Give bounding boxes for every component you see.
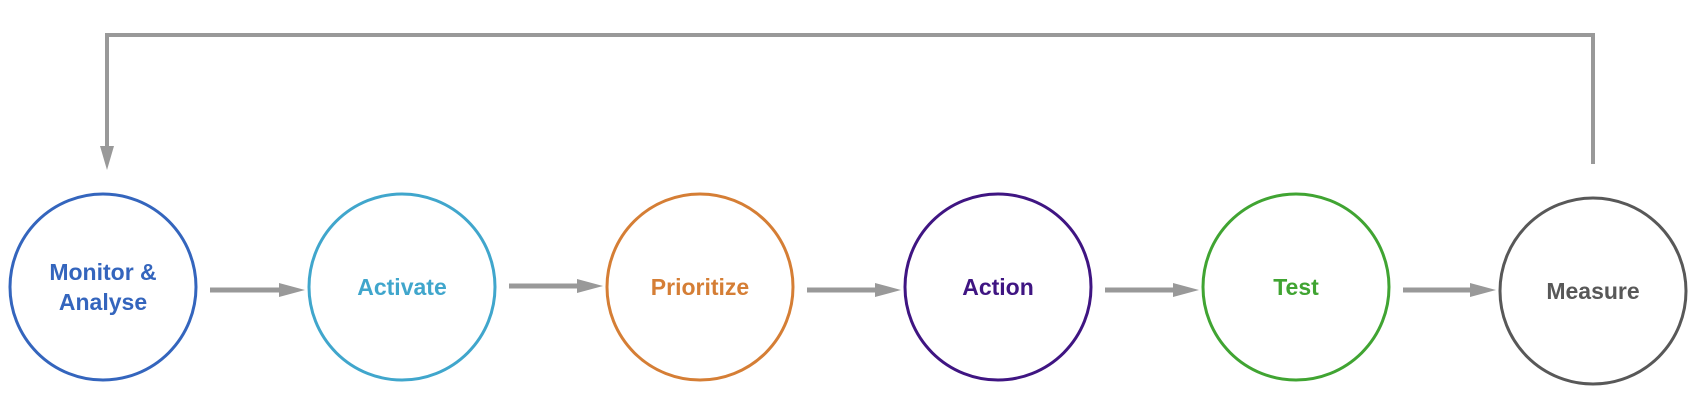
node-circle [8,192,198,382]
node-label: Test [1273,274,1319,300]
flow-node-3: Prioritize [605,192,795,382]
flow-node-1: Monitor & Analyse [8,192,198,382]
node-label: Activate [357,274,446,300]
flow-arrowhead-4 [1173,283,1199,297]
flow-arrowhead-1 [279,283,305,297]
node-circle [903,192,1093,382]
node-circle [1201,192,1391,382]
node-label: Monitor & [49,259,156,285]
flow-arrowhead-2 [577,279,603,293]
node-label: Analyse [59,289,147,315]
feedback-loop-connector [105,33,1595,164]
flow-node-4: Action [903,192,1093,382]
flow-arrowhead-3 [875,283,901,297]
node-label: Measure [1546,278,1639,304]
flow-nodes: Monitor & Analyse Activate Prioritize Action… [8,192,1688,386]
node-label: Prioritize [651,274,749,300]
flow-arrows [210,279,1496,297]
flow-arrowhead-5 [1470,283,1496,297]
flow-node-5: Test [1201,192,1391,382]
flow-node-6: Measure [1498,196,1688,386]
node-circle [307,192,497,382]
flow-node-2: Activate [307,192,497,382]
node-circle [605,192,795,382]
node-label: Action [962,274,1034,300]
feedback-loop-arrowhead [100,146,114,170]
node-circle [1498,196,1688,386]
